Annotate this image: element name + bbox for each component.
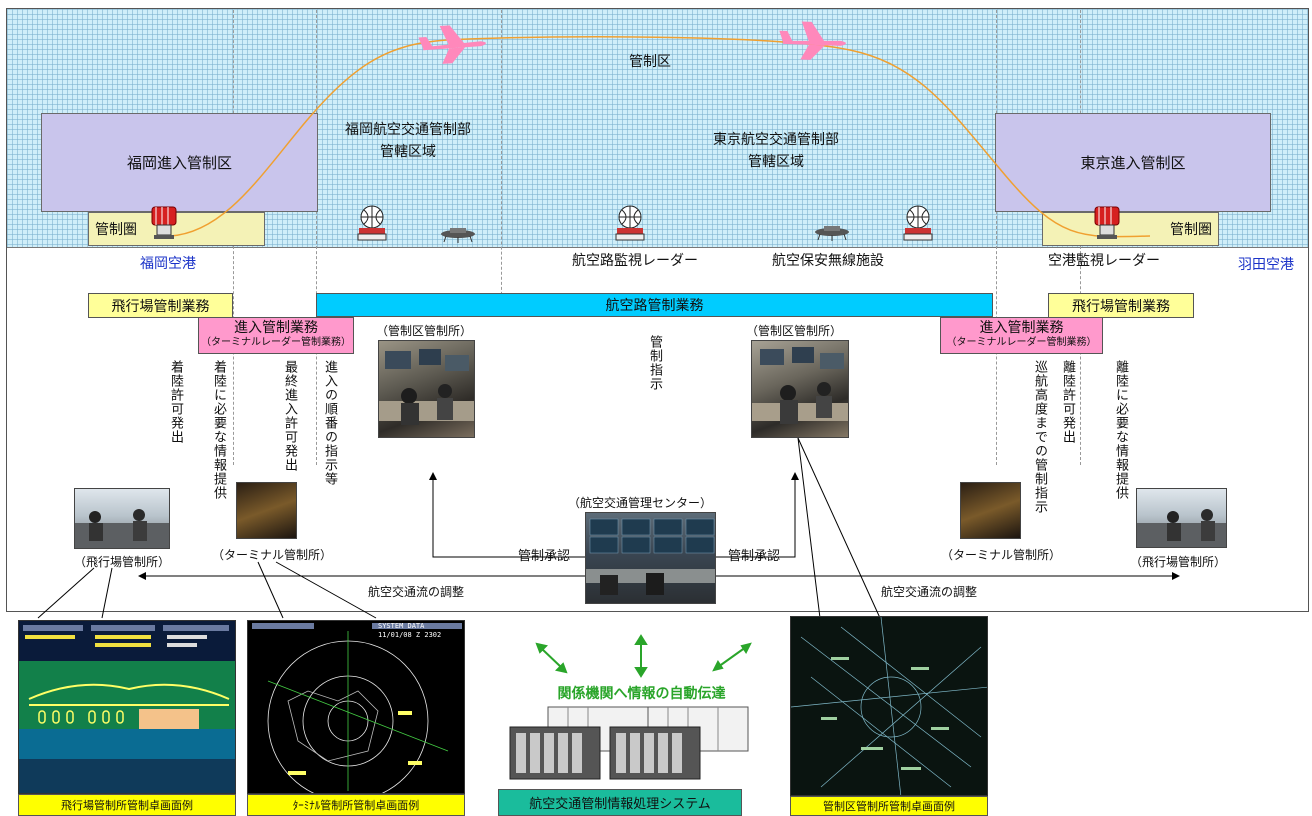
takeoff-info-text: 離陸に必要な情報提供 (1113, 360, 1128, 500)
haneda-airport-label: 羽田空港 (1238, 257, 1294, 273)
separator-line (501, 10, 502, 310)
approval-right-arrow (716, 472, 799, 558)
enroute-service-bar: 航空路管制業務 (316, 293, 993, 317)
route-radar-icon (903, 205, 933, 241)
auto-transfer-arrows (535, 634, 752, 678)
terminal-screen-date: 11/01/08 Z 2302 (378, 631, 441, 639)
route-radar-icon (357, 205, 387, 241)
route-radar-icon (615, 205, 645, 241)
tokyo-acc-area-line1: 東京航空交通管制部 (713, 132, 839, 148)
server-icon (509, 726, 601, 780)
aerodrome-service-left: 飛行場管制業務 (88, 293, 233, 318)
airplane-icon (779, 21, 846, 60)
control-area-label: 管制区 (629, 54, 671, 70)
tower-console-screen (18, 620, 236, 794)
approach-sequence-text: 進入の順番の指示等 (322, 360, 337, 486)
approach-service-right: 進入管制業務 （ターミナルレーダー管制業務） (940, 317, 1103, 354)
approach-service-right-label: 進入管制業務 (979, 320, 1064, 336)
approval-left-arrow (429, 472, 585, 558)
tower-left-label: （飛行場管制所） (74, 555, 171, 569)
landing-info-text: 着陸に必要な情報提供 (211, 360, 226, 500)
acc-console-screen (790, 616, 988, 796)
tower-right-photo (1136, 488, 1227, 548)
aerodrome-service-right: 飛行場管制業務 (1048, 293, 1194, 318)
tower-room-image (75, 509, 169, 548)
system-caption: 航空交通管制情報処理システム (498, 789, 742, 816)
control-zone-right: 管制圏 (1042, 212, 1219, 246)
atmc-label: （航空交通管理センター） (568, 496, 713, 510)
flight-path (151, 21, 1151, 243)
flow-left-label: 航空交通流の調整 (368, 585, 465, 599)
acc-left-label: （管制区管制所） (376, 324, 473, 338)
fukuoka-acc-area-line2: 管轄区域 (380, 144, 436, 160)
terminal-left-label: （ターミナル管制所） (212, 548, 333, 562)
control-zone-left: 管制圏 (88, 212, 265, 246)
tokyo-acc-area-line2: 管轄区域 (748, 154, 804, 170)
final-approach-text: 最終進入許可発出 (282, 360, 297, 472)
navaid-icon (441, 228, 475, 243)
acc-left-photo (378, 340, 475, 438)
separator-line (316, 10, 317, 465)
fukuoka-approach-area-label: 福岡進入管制区 (126, 154, 232, 172)
approach-service-left: 進入管制業務 （ターミナルレーダー管制業務） (198, 317, 354, 354)
terminal-screen-header: SYSTEM DATA (378, 622, 425, 630)
tower-left-photo (74, 488, 170, 549)
airport-radar-icon (151, 206, 177, 239)
route-radar-label: 航空路監視レーダー (572, 253, 698, 269)
tower-screen-image (19, 621, 235, 793)
control-room-image (752, 347, 848, 424)
approach-service-right-sublabel: （ターミナルレーダー管制業務） (946, 337, 1097, 348)
terminal-right-label: （ターミナル管制所） (941, 548, 1062, 562)
control-instruction-text: 管制指示 (647, 335, 662, 391)
airplane-icon (418, 25, 486, 64)
separator-line (996, 10, 997, 465)
tokyo-approach-area-label: 東京進入管制区 (1080, 154, 1186, 172)
aerodrome-service-left-label: 飛行場管制業務 (111, 298, 210, 315)
auto-transfer-label: 関係機関へ情報の自動伝達 (557, 686, 726, 702)
acc-screen-image (791, 617, 987, 795)
aerodrome-service-right-label: 飛行場管制業務 (1072, 298, 1170, 315)
takeoff-clearance-text: 離陸許可発出 (1060, 360, 1075, 444)
acc-right-label: （管制区管制所） (746, 324, 843, 338)
tokyo-approach-area: 東京進入管制区 (995, 113, 1271, 212)
navaid-icon (815, 226, 849, 241)
enroute-service-label: 航空路管制業務 (605, 298, 704, 314)
terminal-console-screen: SYSTEM DATA 11/01/08 Z 2302 (247, 620, 465, 794)
control-room-image (379, 349, 474, 425)
approach-service-left-label: 進入管制業務 (234, 320, 318, 336)
control-zone-left-label: 管制圏 (95, 222, 137, 238)
terminal-screen-image: SYSTEM DATA 11/01/08 Z 2302 (252, 622, 462, 793)
atmc-room-image (586, 518, 715, 595)
terminal-left-photo (236, 482, 297, 539)
acc-right-photo (751, 340, 849, 438)
acc-screen-caption: 管制区管制所管制卓画面例 (790, 796, 988, 816)
tower-right-label: （飛行場管制所） (1130, 555, 1227, 569)
flow-right-label: 航空交通流の調整 (881, 585, 978, 599)
tower-screen-caption: 飛行場管制所管制卓画面例 (18, 794, 236, 816)
airport-radar-icon (1094, 206, 1120, 239)
terminal-right-photo (960, 482, 1021, 539)
navaid-label: 航空保安無線施設 (772, 253, 884, 269)
atmc-photo (585, 512, 716, 604)
server-icon (609, 726, 701, 780)
tower-room-image (1137, 509, 1226, 547)
fukuoka-airport-label: 福岡空港 (140, 256, 196, 272)
approach-service-left-sublabel: （ターミナルレーダー管制業務） (201, 337, 351, 348)
landing-clearance-text: 着陸許可発出 (168, 360, 183, 444)
fukuoka-acc-area-line1: 福岡航空交通管制部 (345, 122, 471, 138)
airport-radar-label: 空港監視レーダー (1048, 253, 1160, 269)
ground-line (7, 247, 1308, 248)
server-racks (509, 706, 749, 780)
control-zone-right-label: 管制圏 (1170, 222, 1212, 238)
terminal-screen-caption: ﾀｰﾐﾅﾙ管制所管制卓画面例 (247, 794, 465, 816)
